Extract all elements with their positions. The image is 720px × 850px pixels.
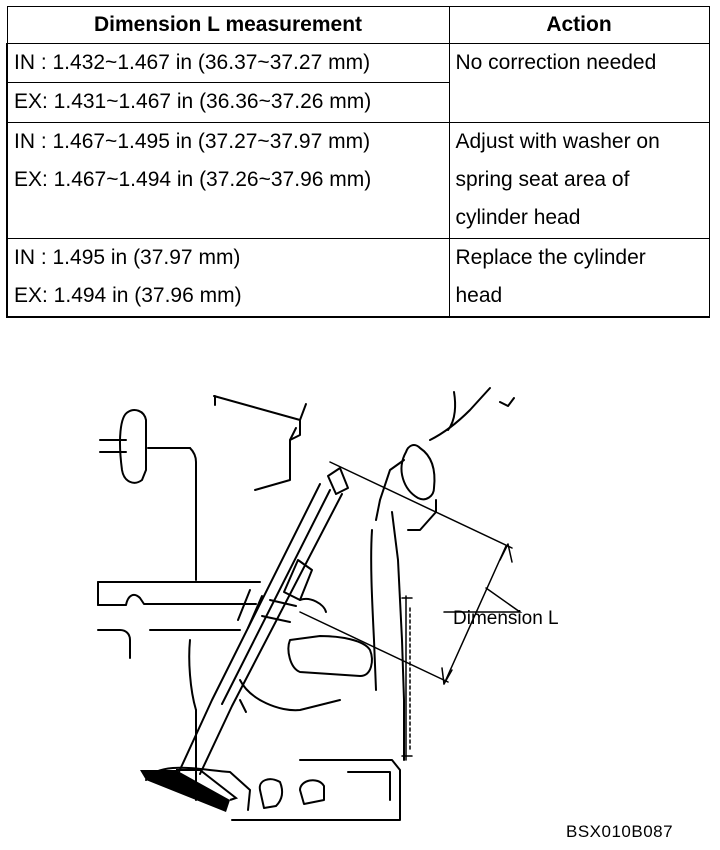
valve-stem — [177, 467, 349, 775]
action-line: Adjust with washer on — [455, 129, 660, 153]
measurement-cell: IN : 1.495 in (37.97 mm) EX: 1.494 in (3… — [6, 238, 450, 319]
leader-line — [443, 587, 523, 613]
table-row: IN : 1.467~1.495 in (37.27~37.97 mm) EX:… — [6, 121, 710, 240]
bolt-head-shape — [119, 409, 147, 484]
measurement-ex-line: EX: 1.467~1.494 in (37.26~37.96 mm) — [14, 167, 372, 191]
action-line: No correction needed — [455, 51, 657, 74]
action-cell: Replace the cylinder head — [448, 238, 710, 319]
extension-line-bottom — [299, 611, 449, 683]
table-header-row: Dimension L measurement Action — [6, 6, 710, 44]
column-header-action: Action — [448, 6, 710, 44]
measurement-cell: EX: 1.431~1.467 in (36.36~37.26 mm) — [6, 82, 450, 123]
measurement-ex-line: EX: 1.431~1.467 in (36.36~37.26 mm) — [14, 90, 372, 114]
table-row: IN : 1.495 in (37.97 mm) EX: 1.494 in (3… — [6, 238, 710, 319]
measurement-cell: IN : 1.467~1.495 in (37.27~37.97 mm) EX:… — [6, 121, 450, 240]
action-line: Replace the cylinder — [455, 246, 646, 270]
table-row: IN : 1.432~1.467 in (36.37~37.27 mm) No … — [6, 42, 710, 123]
dimension-l-label: Dimension L — [453, 608, 559, 629]
bolt-hole-shape — [400, 444, 436, 501]
measurement-cell: IN : 1.432~1.467 in (36.37~37.27 mm) — [6, 42, 450, 84]
action-line: spring seat area of — [455, 167, 630, 191]
measurement-ex-line: EX: 1.494 in (37.96 mm) — [14, 284, 242, 308]
measurement-in-line: IN : 1.432~1.467 in (36.37~37.27 mm) — [14, 51, 371, 74]
dimension-lines — [299, 461, 523, 761]
action-cell: Adjust with washer on spring seat area o… — [448, 121, 710, 240]
valve-dimension-diagram: Dimension L — [97, 387, 559, 821]
figure-code: BSX010B087 — [566, 822, 674, 841]
action-line: head — [455, 284, 503, 308]
cylinder-head-outline — [97, 387, 515, 821]
column-header-measurement: Dimension L measurement — [6, 6, 450, 44]
valve-head — [140, 769, 239, 812]
measurement-in-line: IN : 1.495 in (37.97 mm) — [14, 246, 241, 270]
dimension-spec-table: Dimension L measurement Action IN : 1.43… — [6, 6, 710, 319]
table-row: EX: 1.431~1.467 in (36.36~37.26 mm) — [6, 82, 709, 123]
extension-line-top — [329, 461, 513, 549]
measurement-in-line: IN : 1.467~1.495 in (37.27~37.97 mm) — [14, 129, 371, 153]
action-line: cylinder head — [455, 205, 581, 229]
dimension-line — [443, 545, 507, 685]
action-cell: No correction needed — [448, 43, 710, 123]
